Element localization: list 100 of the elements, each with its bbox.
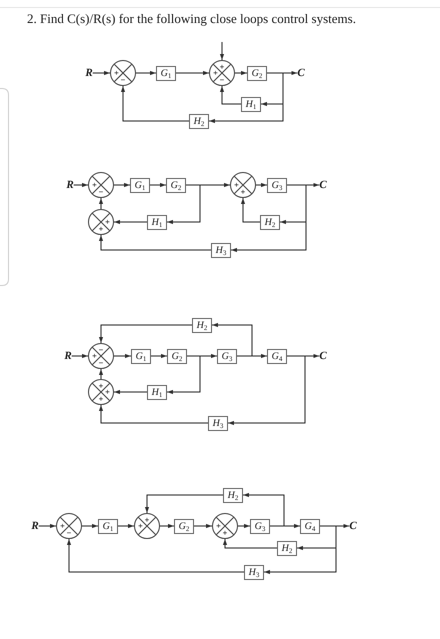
signal-arrow <box>114 354 132 358</box>
summing-junction <box>88 343 114 369</box>
transfer-function-block: G$_{3}$ <box>250 518 270 534</box>
junction-sign: + <box>240 188 246 195</box>
transfer-function-block: H$_{1}$ <box>147 384 167 400</box>
junction-sign: + <box>213 70 218 76</box>
transfer-function-block: G$_{2}$ <box>174 518 194 534</box>
transfer-function-block: G$_{1}$ <box>130 178 150 192</box>
signal-label: C <box>319 350 327 362</box>
signal-arrow <box>238 524 250 528</box>
transfer-function-block: G$_{4}$ <box>300 518 320 534</box>
signal-arrow <box>230 184 306 252</box>
junction-sign: + <box>98 395 104 402</box>
signal-label: C <box>349 520 357 532</box>
junction-sign: + <box>105 388 110 396</box>
signal-arrow <box>38 524 56 528</box>
signal-arrow <box>150 354 168 358</box>
junction-sign: + <box>220 63 224 70</box>
transfer-function-block: G$_{3}$ <box>267 178 287 192</box>
signal-label: C <box>297 67 305 79</box>
signal-label: C <box>319 179 327 191</box>
signal-arrow <box>98 368 104 380</box>
signal-arrow <box>208 72 284 124</box>
transfer-function-block: H$_{2}$ <box>189 114 209 128</box>
transfer-function-block: G$_{1}$ <box>156 66 176 80</box>
transfer-function-block: H$_{2}$ <box>223 488 243 502</box>
signal-arrow <box>118 524 134 528</box>
signal-arrow <box>242 492 284 526</box>
signal-arrow <box>98 234 212 250</box>
junction-sign: + <box>92 182 97 188</box>
signal-arrow <box>82 524 98 528</box>
transfer-function-block: G$_{4}$ <box>267 348 287 364</box>
signal-arrow <box>120 86 190 122</box>
signal-arrow <box>194 524 212 528</box>
signal-arrow <box>136 70 156 76</box>
junction-sign: + <box>105 218 110 226</box>
signal-arrow <box>256 182 268 188</box>
signal-arrow <box>150 182 166 188</box>
summing-junction <box>88 379 114 405</box>
junction-sign: + <box>114 70 119 76</box>
signal-arrow <box>98 324 192 344</box>
transfer-function-block: G$_{1}$ <box>98 518 118 534</box>
junction-sign: + <box>138 522 143 530</box>
transfer-function-block: H$_{3}$ <box>208 416 228 430</box>
transfer-function-block: H$_{3}$ <box>211 242 231 258</box>
transfer-function-block: H$_{2}$ <box>260 214 280 230</box>
junction-sign: + <box>144 516 150 523</box>
signal-arrow <box>98 198 104 210</box>
signal-arrow <box>160 524 174 528</box>
transfer-function-block: G$_{2}$ <box>247 66 267 80</box>
junction-sign: − <box>98 188 104 195</box>
signal-arrow <box>220 42 224 60</box>
junction-sign: + <box>92 352 97 360</box>
question-heading: 2. Find C(s)/R(s) for the following close loops control systems. <box>27 11 356 26</box>
junction-sign: + <box>98 225 104 232</box>
signal-arrow <box>234 70 248 76</box>
signal-arrow <box>114 220 148 224</box>
signal-arrow <box>114 390 148 394</box>
signal-label: R <box>66 179 74 191</box>
junction-sign: − <box>220 76 224 83</box>
signal-arrow <box>144 494 224 514</box>
summing-junction <box>212 513 238 539</box>
transfer-function-block: H$_{2}$ <box>192 318 212 332</box>
summing-junction <box>88 209 114 235</box>
transfer-function-block: H$_{3}$ <box>244 564 264 580</box>
junction-sign: − <box>66 529 72 536</box>
summing-junction <box>230 172 256 198</box>
transfer-function-block: G$_{2}$ <box>166 178 186 192</box>
signal-arrow <box>66 538 244 572</box>
transfer-function-block: H$_{1}$ <box>147 214 167 230</box>
signal-arrow <box>114 182 130 188</box>
summing-junction <box>209 60 235 86</box>
junction-sign: − <box>98 346 104 353</box>
signal-arrow <box>222 538 278 548</box>
signal-arrow <box>228 356 306 426</box>
transfer-function-block: G$_{2}$ <box>167 348 187 364</box>
junction-sign: + <box>98 382 104 389</box>
summing-junction <box>110 60 136 86</box>
signal-arrow <box>212 322 252 356</box>
junction-sign: + <box>222 529 228 536</box>
signal-label: R <box>64 350 72 362</box>
junction-sign: + <box>234 182 239 188</box>
transfer-function-block: G$_{1}$ <box>131 348 151 364</box>
summing-junction <box>88 172 114 198</box>
signal-arrow <box>264 526 336 574</box>
transfer-function-block: G$_{3}$ <box>217 348 237 364</box>
signal-arrow <box>166 184 200 224</box>
signal-label: R <box>31 520 39 532</box>
signal-arrow <box>240 198 260 222</box>
signal-arrow <box>98 404 208 424</box>
junction-sign: − <box>120 76 126 83</box>
signal-label: R <box>85 67 93 79</box>
signal-arrow <box>92 70 110 76</box>
summing-junction <box>56 513 82 539</box>
signal-arrow <box>220 86 242 104</box>
junction-sign: − <box>98 359 104 366</box>
summing-junction <box>134 513 160 539</box>
transfer-function-block: H$_{1}$ <box>241 96 261 112</box>
signal-arrow <box>166 356 200 394</box>
signal-arrow <box>176 70 210 76</box>
